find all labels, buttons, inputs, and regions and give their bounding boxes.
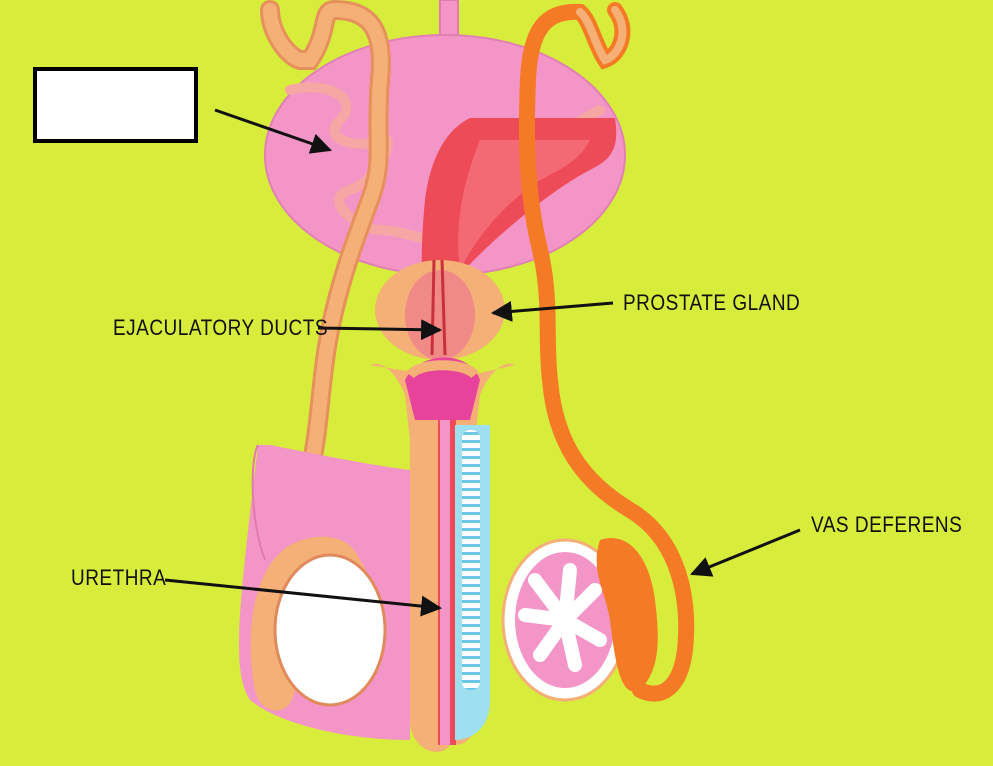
corpus-spongiosum	[455, 425, 490, 740]
label-vas-deferens: VAS DEFERENS	[811, 513, 962, 538]
prostate-gland	[375, 259, 505, 360]
testis-right	[501, 538, 658, 702]
blank-label-box	[33, 67, 198, 143]
seminal-vesicle-inner	[458, 140, 590, 270]
arrow-vas-deferens	[690, 528, 801, 577]
arrow-urethra	[164, 578, 443, 617]
arrow-ejaculatory-ducts	[317, 319, 443, 341]
label-ejaculatory-ducts: EJACULATORY DUCTS	[113, 316, 328, 341]
label-prostate-gland: PROSTATE GLAND	[623, 291, 800, 316]
label-urethra: URETHRA	[71, 566, 166, 591]
arrow-blank-label	[214, 108, 332, 154]
arrow-prostate-gland	[490, 300, 614, 322]
